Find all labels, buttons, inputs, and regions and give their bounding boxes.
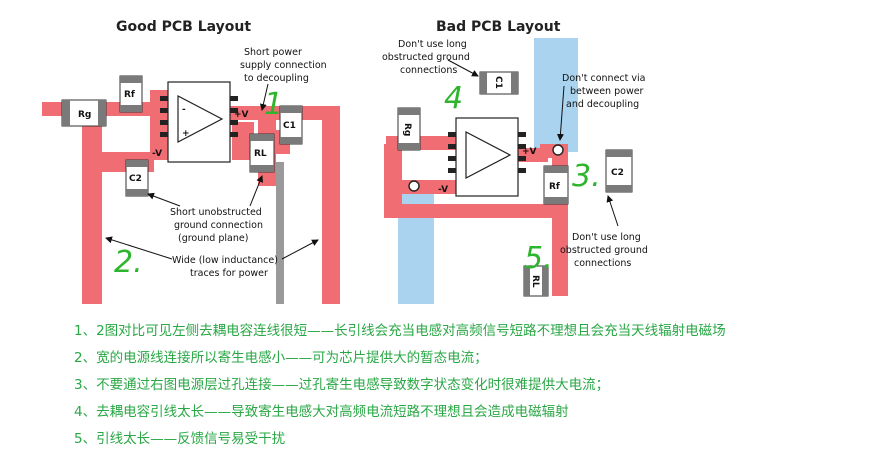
- svg-text:to decoupling: to decoupling: [244, 73, 309, 84]
- note-2: 2、宽的电源线连接所以寄生电感小——可为芯片提供大的暂态电流；: [74, 350, 488, 366]
- good-layout-title: Good PCB Layout: [116, 19, 251, 35]
- good-c2-capacitor: C2: [125, 159, 149, 197]
- good-ground-trace: [276, 162, 284, 304]
- svg-text:connections: connections: [400, 65, 457, 76]
- bad-annotation-long-ground-bottom: Don't use long obstructed ground connect…: [560, 195, 648, 269]
- note-5: 5、引线太长——反馈信号易受干扰: [74, 431, 286, 447]
- handwritten-number-1: 1: [264, 87, 283, 122]
- svg-text:Don't connect via: Don't connect via: [562, 73, 645, 84]
- bad-ground-via: [408, 180, 420, 192]
- bad-c1-capacitor: C1: [479, 71, 519, 95]
- svg-text:traces for power: traces for power: [190, 268, 268, 279]
- bad-opamp: +V -V: [438, 117, 537, 197]
- good-annotation-short-power: Short power supply connection to decoupl…: [240, 47, 327, 111]
- svg-text:ground connection: ground connection: [174, 220, 263, 231]
- good-c1-label: C1: [283, 121, 296, 131]
- opamp-plus-label: +: [182, 129, 190, 139]
- bad-components: Rg C1 Rf C2: [397, 71, 633, 297]
- good-rg-resistor: Rg: [61, 99, 107, 127]
- bad-rf-resistor: Rf: [543, 165, 569, 205]
- svg-text:and decoupling: and decoupling: [566, 99, 639, 110]
- good-opamp: - + +V -V: [152, 81, 249, 163]
- bad-layout-panel: Bad PCB Layout +V -V: [382, 19, 648, 304]
- handwritten-number-2: 2.: [114, 245, 143, 280]
- svg-text:Short unobstructed: Short unobstructed: [170, 207, 262, 218]
- note-1: 1、2图对比可见左侧去耦电容连线很短——长引线会充当电感对高频信号短路不理想且会…: [74, 323, 726, 339]
- svg-text:Short power: Short power: [244, 47, 302, 58]
- bad-annotation-via: Don't connect via between power and deco…: [556, 73, 645, 141]
- handwritten-number-5: 5.: [524, 241, 553, 276]
- bad-c2-capacitor: C2: [605, 149, 633, 193]
- bad-rg-label: Rg: [402, 123, 412, 136]
- bad-power-via: [552, 144, 564, 156]
- good-rf-label: Rf: [124, 90, 135, 100]
- good-components: Rg Rf C2 RL: [61, 75, 303, 197]
- good-vplus-label: +V: [234, 110, 249, 120]
- good-vminus-label: -V: [152, 149, 162, 159]
- good-rl-label: RL: [254, 149, 267, 159]
- good-rf-resistor: Rf: [119, 75, 143, 113]
- good-c2-label: C2: [129, 174, 142, 184]
- svg-text:obstructed ground: obstructed ground: [382, 52, 470, 63]
- bad-annotation-long-ground-top: Don't use long obstructed ground connect…: [382, 39, 479, 77]
- svg-text:obstructed ground: obstructed ground: [560, 245, 648, 256]
- bad-vminus-label: -V: [438, 185, 448, 195]
- pcb-layout-comparison-diagram: Good PCB Layout - +: [42, 19, 648, 304]
- good-rl-resistor: RL: [249, 133, 275, 173]
- handwritten-number-4: 4: [444, 81, 463, 116]
- note-4: 4、去耦电容引线太长——导致寄生电感大对高频电流短路不理想且会造成电磁辐射: [74, 404, 569, 420]
- good-c1-capacitor: C1: [279, 105, 303, 145]
- opamp-minus-label: -: [182, 105, 186, 115]
- svg-text:supply connection: supply connection: [240, 60, 327, 71]
- svg-text:Don't use long: Don't use long: [572, 232, 641, 243]
- handwritten-number-3: 3.: [572, 159, 601, 194]
- svg-text:Don't use long: Don't use long: [398, 39, 467, 50]
- svg-text:between power: between power: [570, 86, 644, 97]
- svg-text:connections: connections: [574, 258, 631, 269]
- explanation-notes: 1、2图对比可见左侧去耦电容连线很短——长引线会充当电感对高频信号短路不理想且会…: [74, 318, 864, 453]
- good-rg-label: Rg: [78, 110, 91, 120]
- bad-rl-resistor: RL: [523, 265, 549, 297]
- bad-vplus-label: +V: [522, 147, 537, 157]
- good-annotation-wide-traces: Wide (low inductance) traces for power: [105, 236, 319, 279]
- good-layout-panel: Good PCB Layout - +: [42, 19, 340, 304]
- bad-rg-resistor: Rg: [397, 107, 421, 151]
- bad-rf-label: Rf: [549, 182, 560, 192]
- bad-power-plane: [534, 38, 578, 152]
- bad-layout-title: Bad PCB Layout: [436, 19, 561, 35]
- svg-text:(ground plane): (ground plane): [178, 233, 248, 244]
- svg-text:Wide (low inductance): Wide (low inductance): [172, 255, 278, 266]
- note-3: 3、不要通过右图电源层过孔连接——过孔寄生电感导致数字状态变化时很难提供大电流；: [74, 377, 610, 393]
- bad-c2-label: C2: [611, 168, 624, 178]
- bad-c1-label: C1: [493, 76, 503, 89]
- good-annotation-short-ground: Short unobstructed ground connection (gr…: [147, 175, 264, 244]
- bad-rl-label: RL: [530, 275, 540, 288]
